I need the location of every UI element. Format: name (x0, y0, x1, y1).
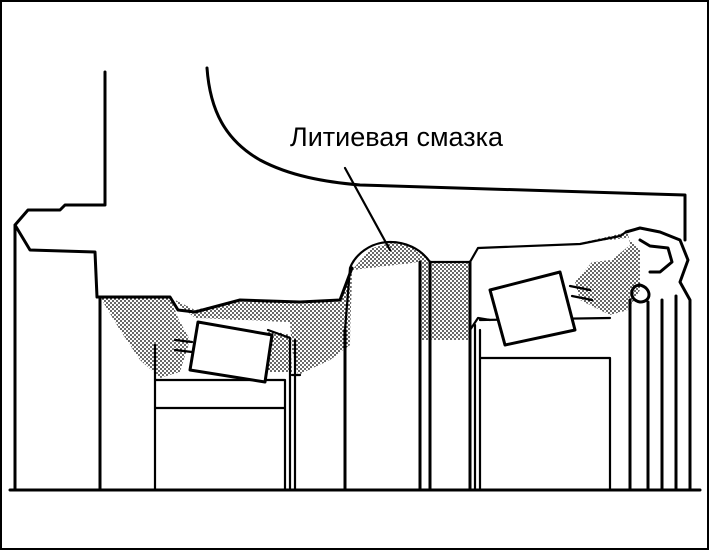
label-leader-line (343, 166, 392, 252)
left-bearing-races (153, 328, 302, 492)
left-bearing-roller (188, 320, 274, 384)
right-bearing-roller (488, 270, 577, 347)
lithium-grease-fill (100, 232, 640, 378)
right-seal (624, 226, 692, 492)
spindle-shaft (98, 260, 472, 492)
lithium-grease-label: Литиевая смазка (290, 122, 504, 152)
grease-mound-outline (343, 230, 628, 332)
hub-housing (13, 66, 687, 492)
